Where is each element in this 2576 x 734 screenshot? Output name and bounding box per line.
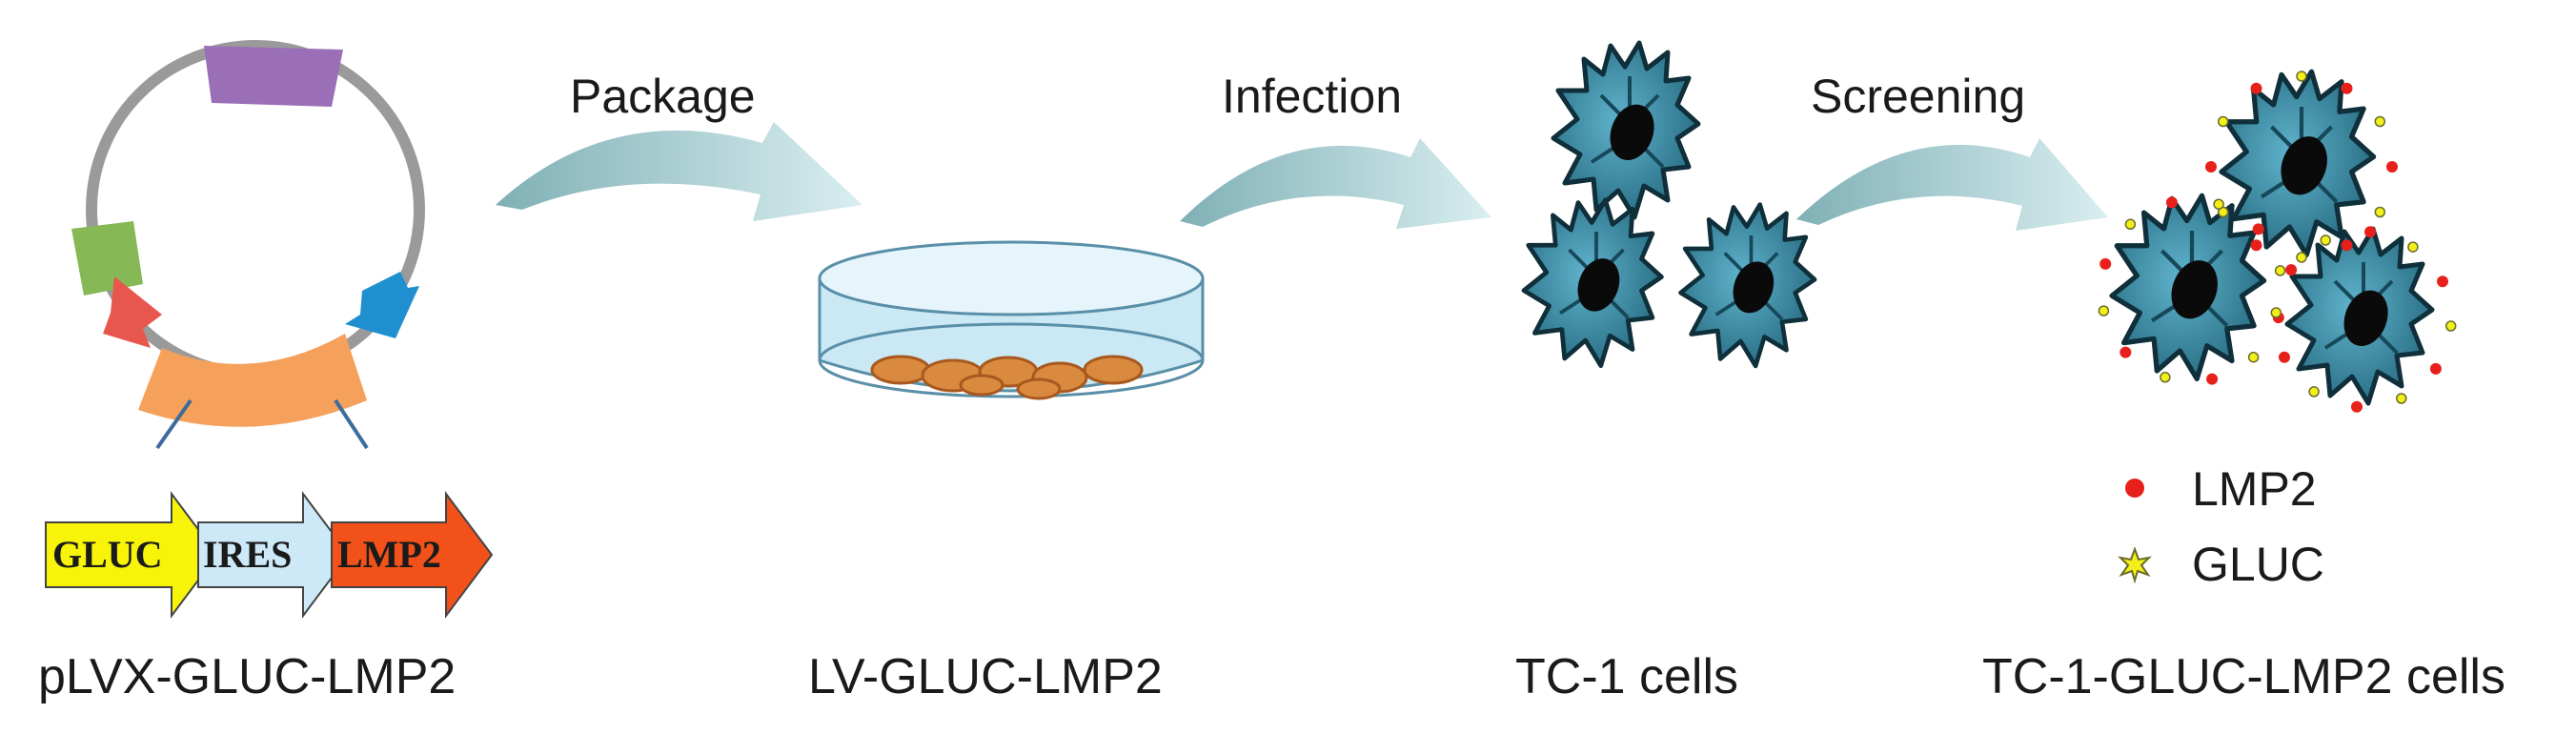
gluc-marker <box>2270 307 2282 318</box>
ires-cassette-label: IRES <box>203 533 293 576</box>
cassette-pointer-right <box>334 398 369 450</box>
lmp2-marker <box>2285 264 2298 276</box>
yellow-star-icon <box>2118 546 2152 584</box>
gluc-marker <box>2407 241 2419 253</box>
gluc-marker <box>2247 351 2260 363</box>
gluc-marker <box>2308 386 2320 398</box>
engineered-cells-caption: TC-1-GLUC-LMP2 cells <box>1982 649 2505 704</box>
legend <box>2118 479 2152 584</box>
lmp2-marker <box>2386 161 2398 173</box>
lmp2-marker <box>2341 82 2353 94</box>
tc1-cell <box>1681 205 1815 366</box>
red-promoter-arrow <box>103 276 162 348</box>
lmp2-marker <box>2429 362 2442 375</box>
gluc-marker <box>2374 115 2386 128</box>
gluc-marker <box>2320 234 2331 246</box>
tc1-cell <box>1553 43 1698 217</box>
gluc-marker <box>2217 115 2229 128</box>
petri-dish <box>818 240 1205 400</box>
blue-arrow-segment <box>345 272 419 338</box>
lmp2-arrow-block <box>331 491 494 619</box>
gluc-marker <box>2274 265 2286 276</box>
plasmid-vector <box>71 40 425 450</box>
gluc-marker <box>2444 320 2457 332</box>
tc1-cell <box>1524 200 1661 366</box>
curved-arrow-infection <box>1180 138 1491 229</box>
curved-arrow-screening <box>1796 138 2108 231</box>
engineered-cell <box>2221 71 2374 255</box>
gluc-marker <box>2213 198 2224 210</box>
plasmid-caption: pLVX-GLUC-LMP2 <box>38 649 456 704</box>
tc1-cells-caption: TC-1 cells <box>1515 649 1739 704</box>
lmp2-marker <box>2250 82 2262 94</box>
gluc-arrow-block <box>45 491 219 619</box>
lmp2-marker <box>2437 275 2448 288</box>
gluc-marker <box>2374 206 2386 218</box>
package-label: Package <box>570 70 756 123</box>
gluc-marker <box>2160 372 2171 383</box>
purple-segment <box>204 46 343 107</box>
gluc-marker <box>2098 305 2110 316</box>
cassette-pointer-left <box>155 398 193 450</box>
gluc-marker <box>2124 218 2137 231</box>
lmp2-marker <box>2364 226 2376 238</box>
gluc-cassette-label: GLUC <box>52 533 163 576</box>
orange-insert-segment <box>138 334 367 427</box>
lmp2-marker <box>2250 239 2262 252</box>
infection-label: Infection <box>1222 70 1403 123</box>
green-segment <box>71 221 143 296</box>
red-dot-icon <box>2125 479 2144 498</box>
lmp2-marker <box>2252 223 2264 235</box>
lmp2-marker <box>2165 196 2178 209</box>
surface-markers <box>2098 71 2457 413</box>
legend-gluc-label: GLUC <box>2192 538 2324 591</box>
lmp2-marker <box>2205 161 2217 173</box>
lmp2-marker <box>2099 257 2112 270</box>
gene-cassette <box>45 491 494 619</box>
gluc-marker <box>2396 393 2407 404</box>
engineered-cell-group <box>2098 71 2457 413</box>
gluc-marker <box>2296 252 2307 263</box>
ires-arrow-block <box>197 491 351 619</box>
dish-cell-cluster <box>870 355 1144 400</box>
lmp2-marker <box>2279 351 2290 363</box>
gluc-marker <box>2296 71 2307 82</box>
lentivirus-caption: LV-GLUC-LMP2 <box>808 649 1163 704</box>
lmp2-marker <box>2120 346 2132 358</box>
legend-lmp2-label: LMP2 <box>2192 462 2317 516</box>
lmp2-marker <box>2351 400 2363 413</box>
screening-label: Screening <box>1811 70 2026 123</box>
lmp2-cassette-label: LMP2 <box>337 533 441 576</box>
tc1-cell-group <box>1524 43 1815 366</box>
lmp2-marker <box>2341 239 2353 252</box>
lmp2-marker <box>2206 373 2219 385</box>
curved-arrow-package <box>496 122 862 221</box>
